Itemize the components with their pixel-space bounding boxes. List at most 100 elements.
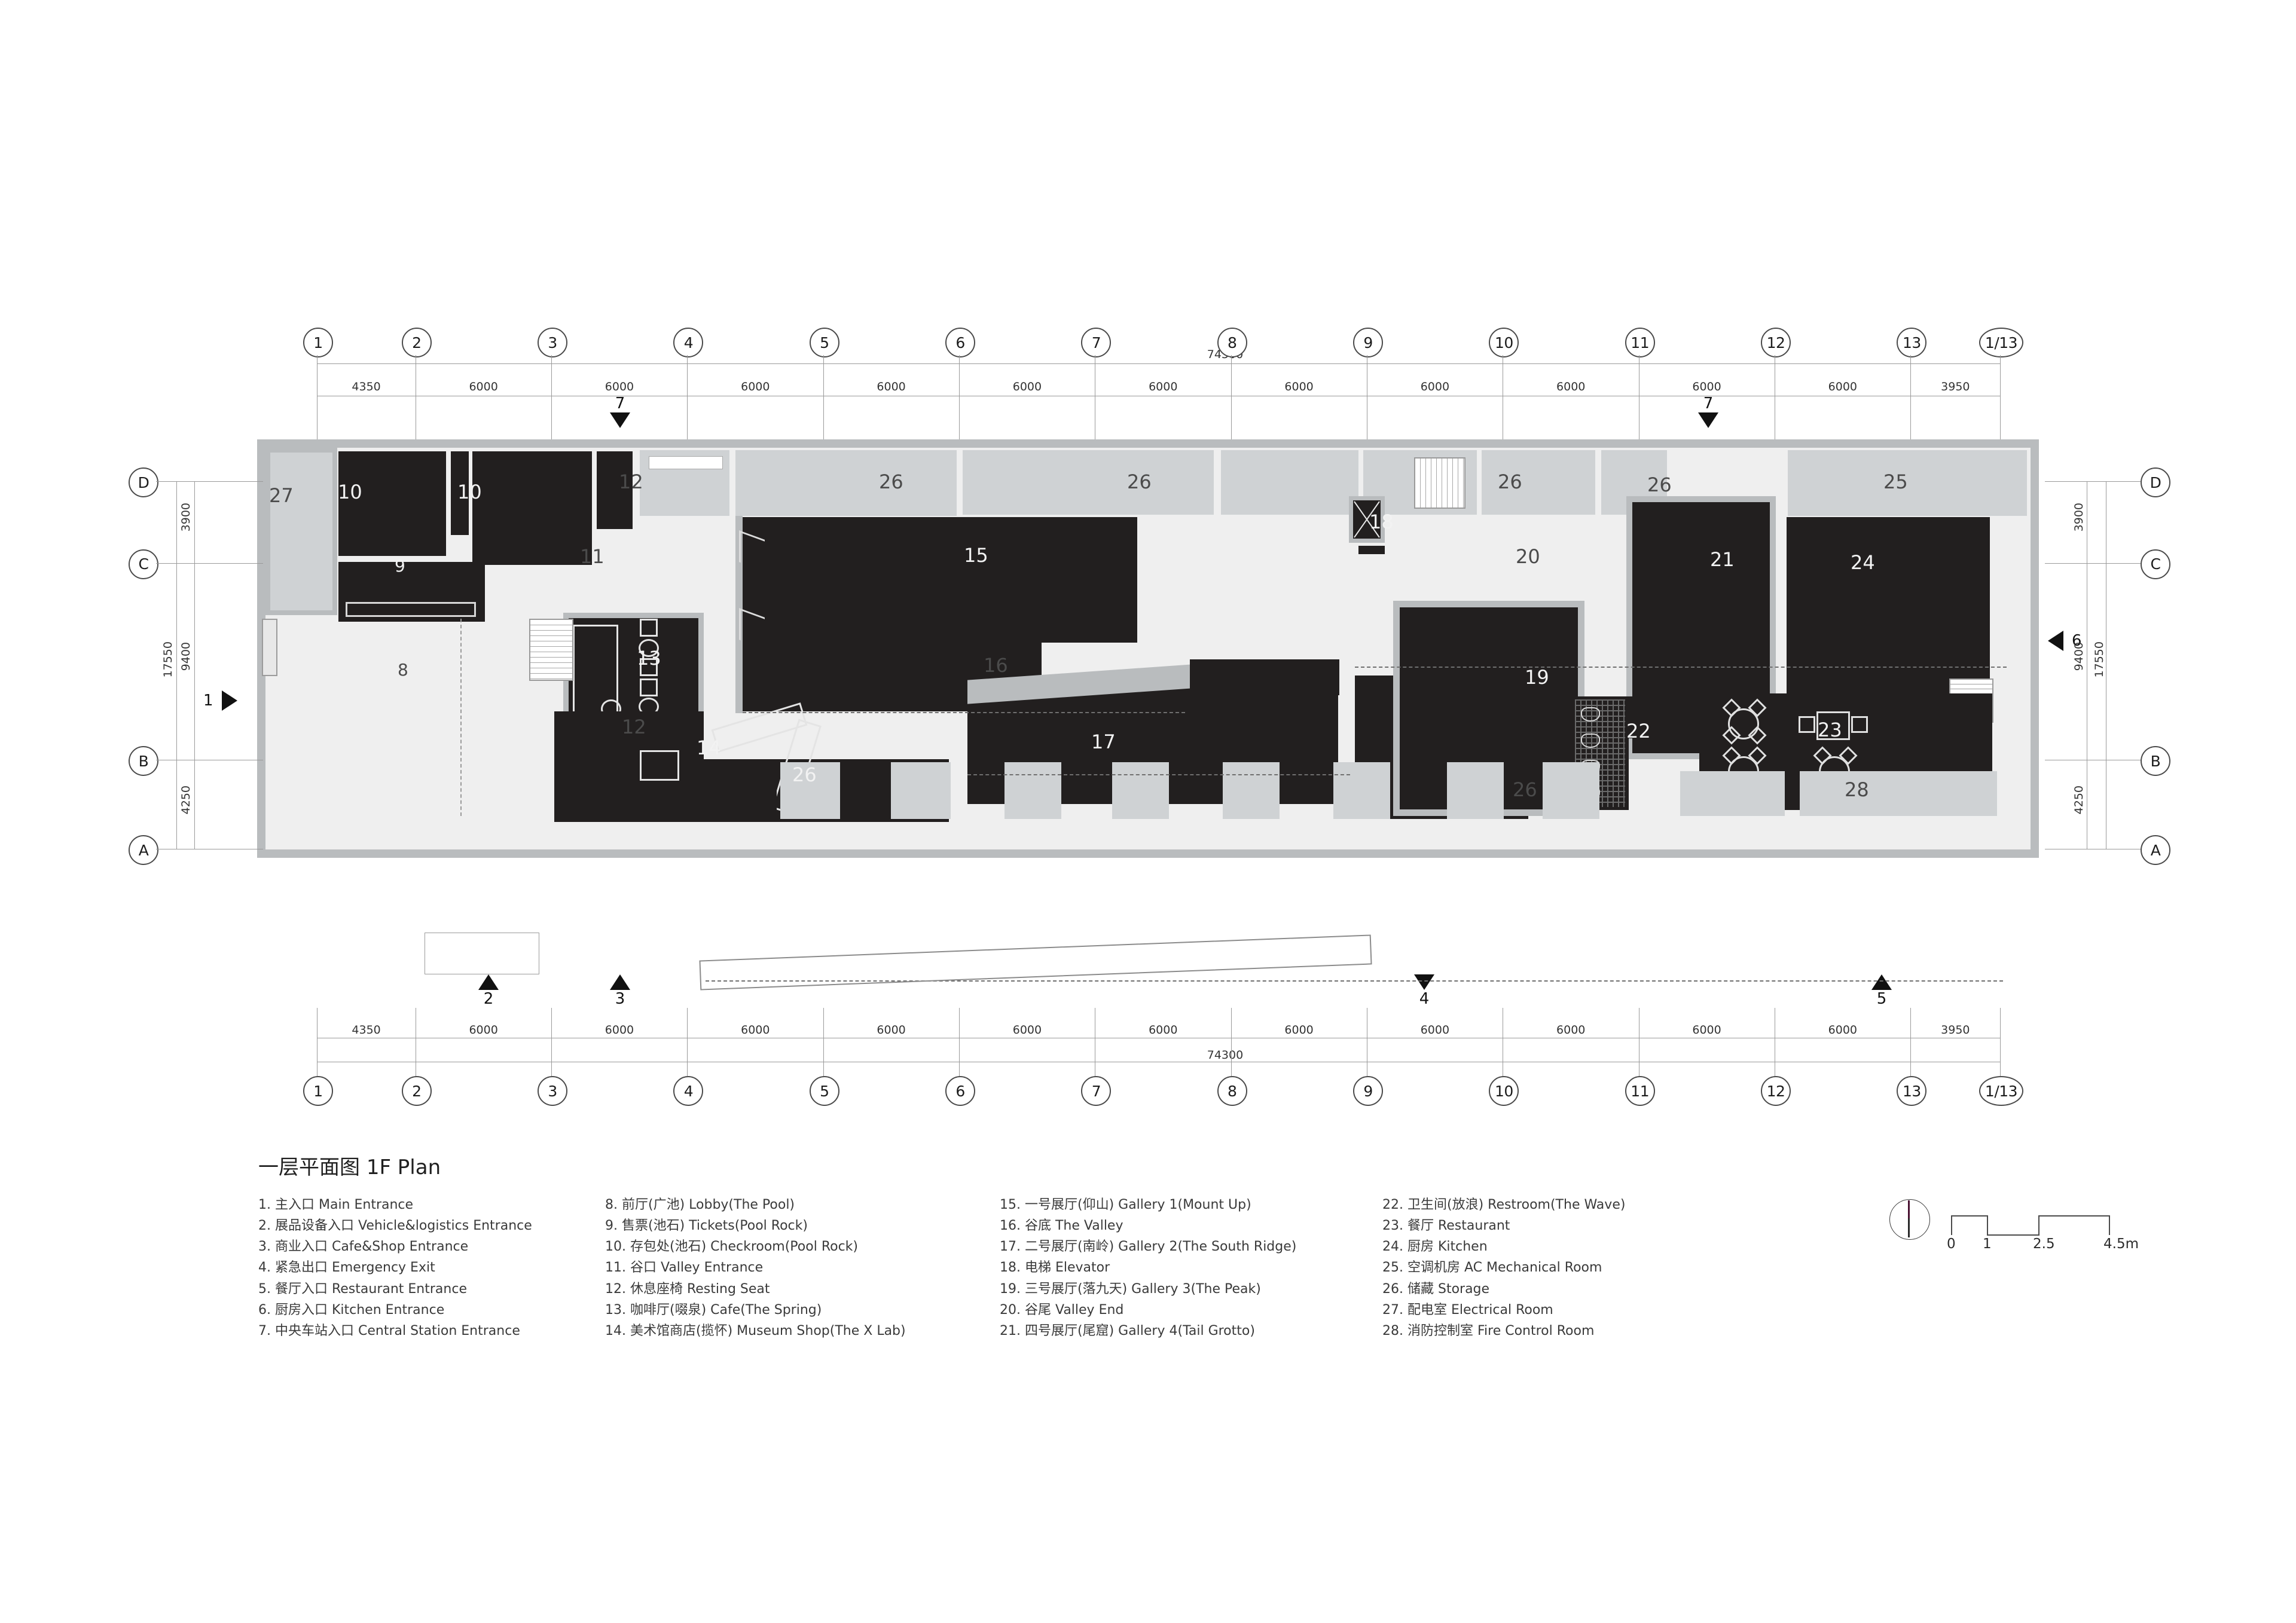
grid-line-bottom-4 <box>687 1008 688 1076</box>
scale-graphic <box>1949 1206 2129 1245</box>
scale-tick-1: 1 <box>1983 1236 1992 1252</box>
grid-bubble-top-1: 1 <box>303 328 333 357</box>
grid-bubble-top-1-13: 1/13 <box>1979 328 2023 357</box>
legend-item: 25. 空调机房 AC Mechanical Room <box>1382 1260 1602 1276</box>
room-label-21: 21 <box>1710 548 1735 571</box>
entrance-arrow-up-icon <box>610 974 630 990</box>
main-entrance-door <box>262 619 277 676</box>
room-label-28: 28 <box>1845 778 1869 801</box>
grid-bubble-right-B: B <box>2141 746 2170 777</box>
grid-bubble-bottom-1: 1 <box>303 1076 333 1106</box>
bottom-bay-dim: 4350 <box>352 1023 381 1037</box>
grid-bubble-bottom-4: 4 <box>673 1076 704 1106</box>
dining-table-1 <box>1728 708 1759 739</box>
room-10-gap <box>451 451 469 535</box>
top-bay-dim: 6000 <box>1012 380 1042 393</box>
room-label-26: 26 <box>1513 778 1537 801</box>
room-label-12: 12 <box>622 716 646 738</box>
entrance-marker-7: 7 <box>1698 395 1718 428</box>
grid-line-bottom-5 <box>823 1008 824 1076</box>
room-label-18: 18 <box>1369 511 1394 533</box>
top-bay-dim: 6000 <box>604 380 634 393</box>
grid-line-bottom-13 <box>1910 1008 1912 1076</box>
left-vert-dim: 3900 <box>179 503 193 532</box>
room-label-13: 13 <box>637 647 661 670</box>
grid-bubble-bottom-8: 8 <box>1217 1076 1247 1106</box>
right-vert-dim: 3900 <box>2072 503 2086 532</box>
scale-tick-2: 2.5 <box>2033 1236 2055 1252</box>
top-bay-dim: 6000 <box>469 380 498 393</box>
top-bay-dim: 6000 <box>1828 380 1858 393</box>
stair-valley-end <box>1414 457 1465 509</box>
room-10-checkroom-b <box>472 451 592 565</box>
grid-line-top-1-13 <box>2000 355 2001 457</box>
left-dim-line-1 <box>194 481 195 849</box>
bottom-bay-dim: 6000 <box>1012 1023 1042 1037</box>
entrance-marker-number: 4 <box>1419 990 1430 1008</box>
entrance-arrow-up-icon <box>1871 974 1892 990</box>
entrance-marker-6: 6 <box>2048 631 2082 651</box>
grid-bubble-top-5: 5 <box>809 328 839 357</box>
legend-item: 15. 一号展厅(仰山) Gallery 1(Mount Up) <box>1000 1197 1251 1212</box>
entrance-arrow-down-icon <box>610 412 630 428</box>
legend-item: 6. 厨房入口 Kitchen Entrance <box>258 1302 445 1318</box>
entrance-arrow-right-icon <box>221 690 237 711</box>
grid-bubble-top-8: 8 <box>1217 328 1247 357</box>
grid-bubble-bottom-2: 2 <box>401 1076 432 1106</box>
grid-bubble-right-C: C <box>2141 549 2170 579</box>
room-label-24: 24 <box>1851 551 1875 574</box>
entrance-arrow-up-icon <box>478 974 499 990</box>
grid-bubble-bottom-9: 9 <box>1353 1076 1384 1106</box>
grid-bubble-top-12: 12 <box>1761 328 1791 357</box>
legend-item: 14. 美术馆商店(揽怀) Museum Shop(The X Lab) <box>605 1323 906 1338</box>
top-bay-dim: 6000 <box>1149 380 1178 393</box>
grid-line-bottom-1-13 <box>2000 1008 2001 1076</box>
banquette-chair-a <box>1799 716 1815 733</box>
ticket-counter <box>346 602 476 617</box>
entrance-arrow-down-icon <box>1414 974 1434 990</box>
banquette-chair-b <box>1851 716 1868 733</box>
axis-dash-3 <box>967 774 1350 775</box>
left-vert-dim: 4250 <box>179 785 193 814</box>
grid-bubble-top-2: 2 <box>401 328 432 357</box>
grid-bubble-top-4: 4 <box>673 328 704 357</box>
room-label-26: 26 <box>792 763 817 786</box>
room-10-annex <box>597 451 633 529</box>
grid-bubble-top-9: 9 <box>1353 328 1384 357</box>
room-label-17: 17 <box>1091 730 1116 753</box>
room-26-storage-a <box>735 450 957 516</box>
entrance-marker-5: 5 <box>1871 974 1892 1008</box>
room-label-26: 26 <box>1127 470 1152 493</box>
grid-bubble-top-6: 6 <box>945 328 976 357</box>
bottom-cell-a <box>780 762 840 819</box>
room-25-ac-mechanical <box>1788 450 2027 516</box>
bottom-bay-dim: 6000 <box>1149 1023 1178 1037</box>
room-26-storage-d <box>1482 450 1595 515</box>
room-label-26: 26 <box>1647 473 1672 496</box>
entrance-arrow-down-icon <box>1698 412 1718 428</box>
entrance-marker-7: 7 <box>610 395 630 428</box>
grid-line-top-4 <box>687 355 688 457</box>
grid-bubble-top-10: 10 <box>1489 328 1519 357</box>
legend-item: 10. 存包处(池石) Checkroom(Pool Rock) <box>605 1239 858 1255</box>
bottom-bay-dim: 6000 <box>1692 1023 1721 1037</box>
grid-bubble-bottom-1-13: 1/13 <box>1979 1076 2023 1106</box>
legend-item: 27. 配电室 Electrical Room <box>1382 1302 1553 1318</box>
legend-item: 23. 餐厅 Restaurant <box>1382 1218 1510 1234</box>
legend-item: 7. 中央车站入口 Central Station Entrance <box>258 1323 520 1338</box>
bottom-cell-b <box>891 762 951 819</box>
site-dashed-line <box>706 980 2003 982</box>
scale-tick-3: 4.5m <box>2103 1236 2139 1252</box>
north-needle-icon <box>1908 1200 1910 1237</box>
grid-bubble-top-11: 11 <box>1625 328 1655 357</box>
top-bay-dim: 3950 <box>1941 380 1970 393</box>
room-26-storage-bottom <box>1680 771 1785 816</box>
grid-bubble-bottom-10: 10 <box>1489 1076 1519 1106</box>
room-label-27: 27 <box>269 484 294 507</box>
left-total-dim: 17550 <box>161 641 175 677</box>
room-17-gallery2-top <box>1190 659 1339 695</box>
grid-bubble-top-13: 13 <box>1897 328 1927 357</box>
